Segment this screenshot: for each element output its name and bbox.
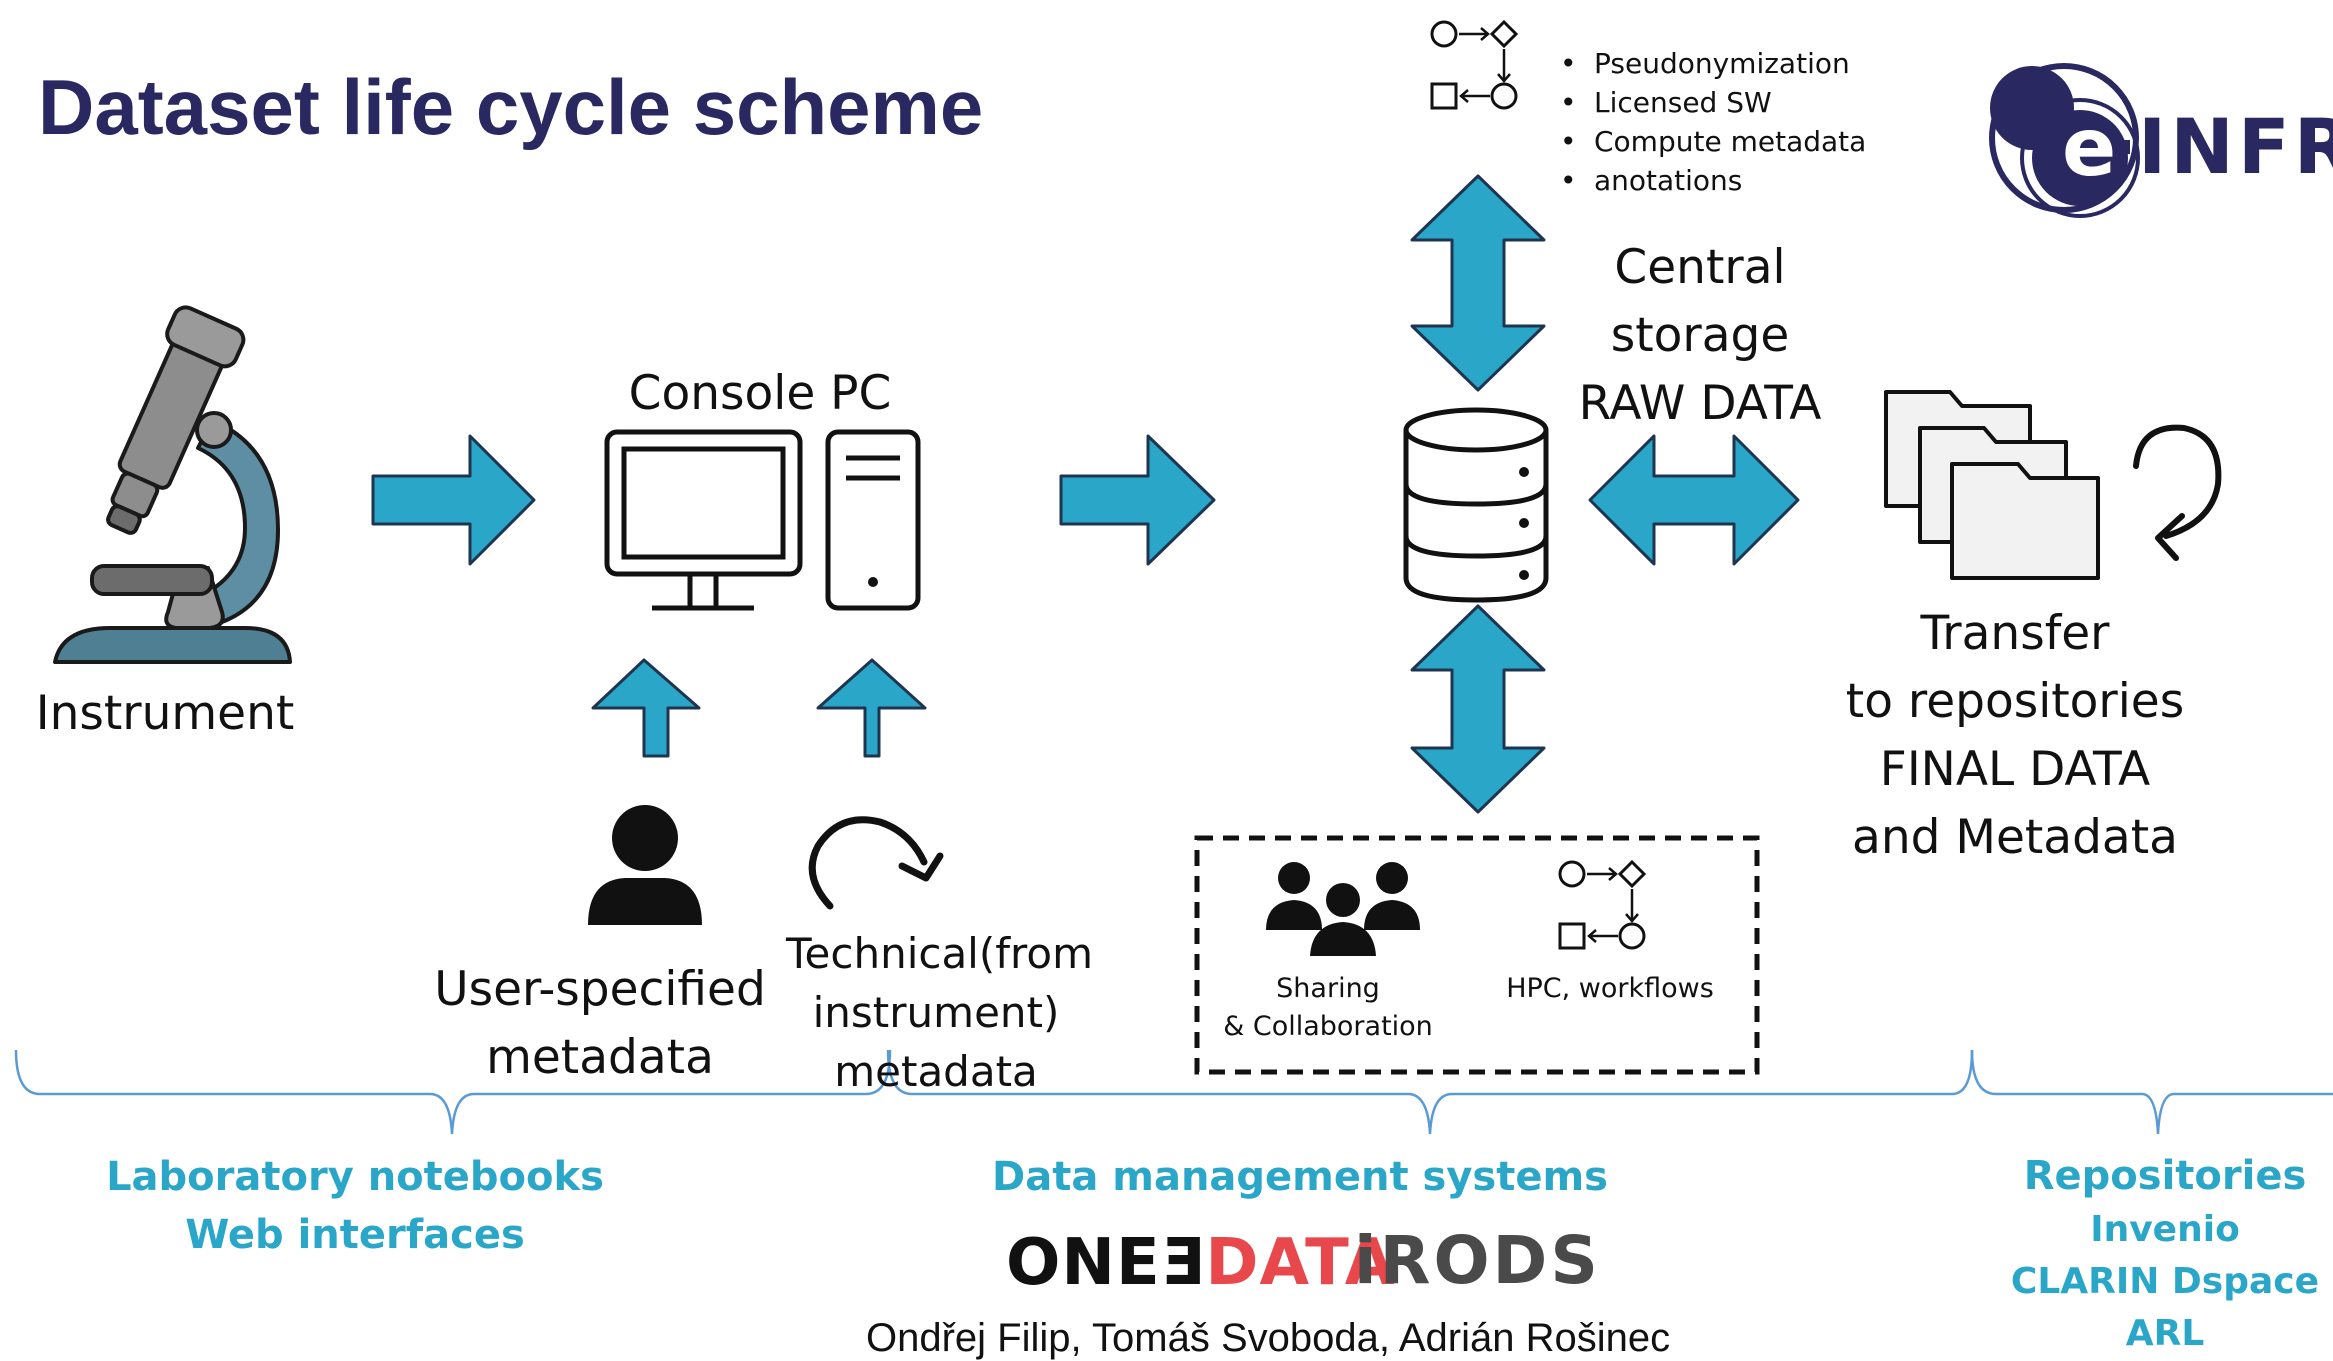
repo-item: CLARIN Dspace <box>2010 1261 2320 1302</box>
arrow-to-storage <box>1059 434 1216 566</box>
einfra-logo-e: e <box>2062 101 2117 194</box>
repo-item: Invenio <box>2090 1209 2240 1250</box>
sharing-label: Sharing & Collaboration <box>1198 970 1458 1046</box>
arrow-to-console <box>371 434 536 566</box>
technical-metadata-line: instrument) <box>812 988 1060 1037</box>
arrow-user-metadata-up <box>591 658 701 758</box>
section-braces <box>14 1049 2333 1135</box>
section-lab-line: Web interfaces <box>185 1212 525 1258</box>
section-lab: Laboratory notebooks Web interfaces <box>80 1148 630 1264</box>
brace-dms <box>886 1049 1974 1135</box>
pc-tower-icon <box>825 429 921 611</box>
refresh-icon <box>808 816 944 910</box>
arrow-storage-processing <box>1410 174 1546 392</box>
console-pc-label: Console PC <box>628 366 892 421</box>
monitor-icon <box>604 429 803 611</box>
section-repos-title: Repositories <box>2023 1153 2307 1199</box>
onedata-logo: ONEEDATA <box>1006 1226 1395 1300</box>
repo-item: ARL <box>2125 1313 2205 1354</box>
transfer-line: and Metadata <box>1852 810 2178 865</box>
database-icon <box>1403 407 1549 603</box>
central-storage-line: Central <box>1614 240 1786 295</box>
page-title: Dataset life cycle scheme <box>38 63 984 151</box>
folders-icon <box>1884 390 2100 580</box>
arrow-technical-metadata-up <box>816 658 927 758</box>
technical-metadata-label: Technical(from instrument) metadata <box>786 924 1093 1101</box>
bullet-item: anotations <box>1560 161 1866 200</box>
bullet-item: Pseudonymization <box>1560 44 1866 83</box>
authors-footer: Ondřej Filip, Tomáš Svoboda, Adrián Roši… <box>866 1316 1671 1360</box>
transfer-line: to repositories <box>1845 674 2185 729</box>
transfer-label: Transfer to repositories FINAL DATA and … <box>1820 600 2210 872</box>
onedata-logo-data: DATA <box>1205 1226 1396 1300</box>
technical-metadata-line: Technical(from <box>786 929 1093 978</box>
technical-metadata-line: metadata <box>834 1047 1038 1096</box>
processing-bullets: Pseudonymization Licensed SW Compute met… <box>1560 44 1866 200</box>
person-icon <box>588 805 702 925</box>
transfer-line: FINAL DATA <box>1879 742 2151 797</box>
people-group-icon <box>1266 862 1420 956</box>
irods-logo: iRODS <box>1354 1222 1601 1299</box>
sharing-line: Sharing <box>1276 973 1380 1004</box>
bullet-item: Licensed SW <box>1560 83 1866 122</box>
central-storage-line: RAW DATA <box>1578 376 1822 431</box>
onedata-logo-e: E <box>1160 1226 1206 1300</box>
arrow-storage-sharing <box>1410 604 1546 814</box>
process-flow-icon <box>1430 20 1518 110</box>
onedata-logo-one: ONE <box>1006 1226 1161 1300</box>
instrument-label: Instrument <box>35 686 295 741</box>
arrow-storage-repositories <box>1588 434 1800 566</box>
loop-arrow-icon <box>2133 424 2222 561</box>
hpc-label: HPC, workflows <box>1506 973 1714 1004</box>
einfra-logo-symbol <box>1989 63 2140 218</box>
central-storage-line: storage <box>1610 308 1790 363</box>
user-metadata-label: User-specified metadata <box>420 956 780 1092</box>
hpc-workflow-icon <box>1558 860 1646 950</box>
central-storage-label: Central storage RAW DATA <box>1560 234 1840 438</box>
sharing-line: & Collaboration <box>1223 1011 1433 1042</box>
user-metadata-line: User-specified <box>434 962 766 1017</box>
section-dms: Data management systems <box>992 1154 1608 1200</box>
microscope-icon <box>53 305 292 664</box>
transfer-line: Transfer <box>1920 606 2110 661</box>
section-repos: Repositories Invenio CLARIN Dspace ARL <box>1980 1148 2333 1360</box>
user-metadata-line: metadata <box>486 1030 714 1085</box>
sharing-hpc-box <box>1194 835 1760 1075</box>
section-lab-line: Laboratory notebooks <box>106 1154 604 1200</box>
brace-lab <box>14 1049 892 1135</box>
bullet-item: Compute metadata <box>1560 122 1866 161</box>
brace-repos <box>1970 1049 2333 1135</box>
einfra-logo-text: INFR <box>2138 102 2333 191</box>
